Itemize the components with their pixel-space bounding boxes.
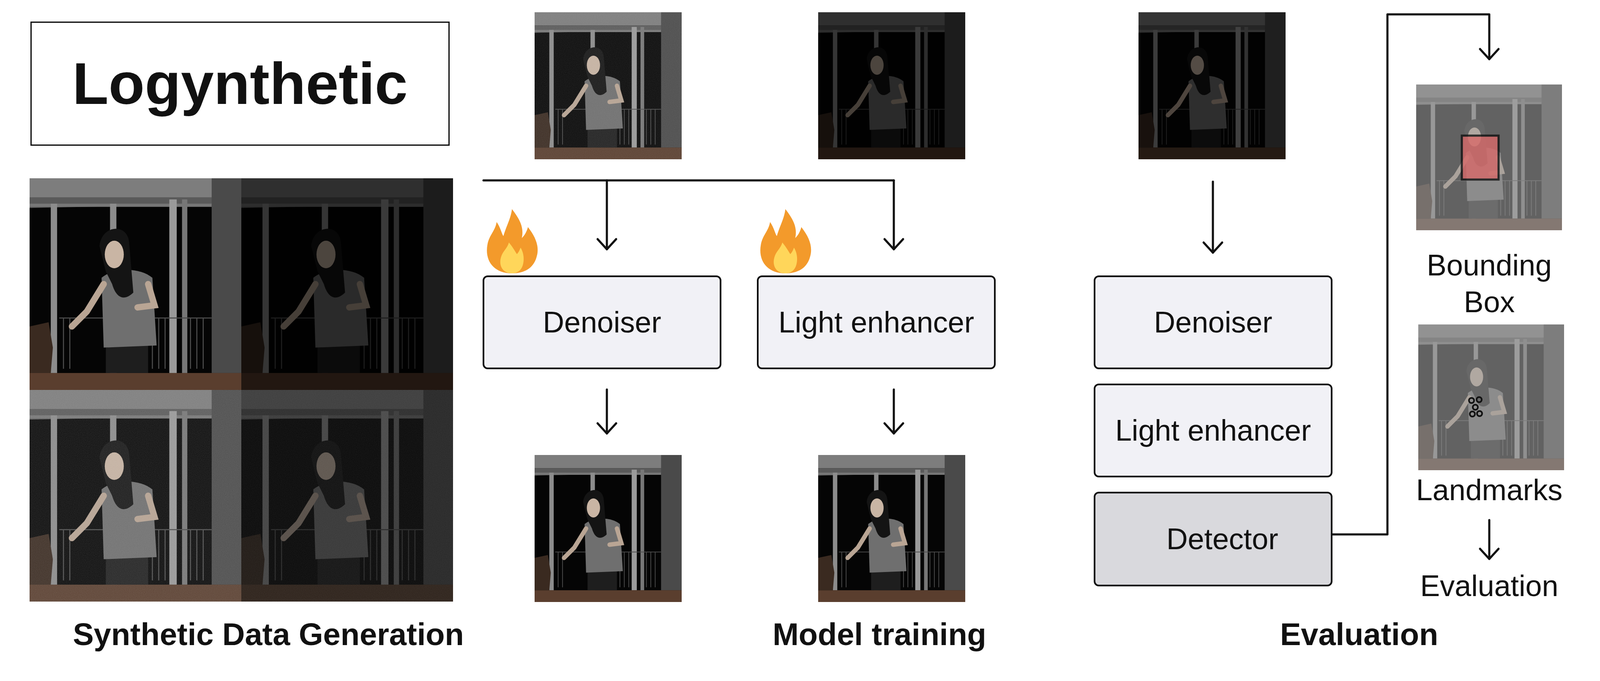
illustration-part — [29, 178, 242, 391]
illustration-part — [1416, 84, 1562, 231]
illustration-part — [1476, 397, 1482, 403]
illustration-part — [884, 423, 904, 434]
illustration-part — [818, 455, 966, 603]
box-label: Light enhancer — [778, 305, 975, 340]
illustration-part — [892, 180, 896, 250]
illustration-part — [534, 12, 682, 160]
illustration-part — [606, 389, 609, 434]
illustration-part — [500, 242, 524, 274]
illustration-part — [29, 390, 242, 602]
evaluation-input — [1138, 12, 1286, 160]
section-caption: Evaluation — [1280, 615, 1439, 655]
illustration-part — [1138, 12, 1286, 160]
synthetic-grid — [29, 178, 454, 602]
title-box: Logynthetic — [30, 21, 450, 146]
illustration-part — [241, 390, 454, 602]
illustration-part — [884, 239, 904, 250]
output-label: Bounding Box — [1413, 247, 1566, 322]
illustration-part — [1472, 404, 1478, 410]
illustration-part — [1469, 411, 1475, 417]
illustration-part — [486, 209, 538, 274]
illustration-part — [1479, 49, 1499, 60]
section-caption: Synthetic Data Generation — [72, 615, 464, 655]
illustration-part — [534, 12, 682, 160]
process-box: Light enhancer — [1093, 383, 1333, 478]
illustration-part — [818, 12, 966, 160]
illustration-part — [534, 455, 682, 603]
illustration-part — [241, 178, 454, 391]
illustration-part — [1203, 242, 1223, 253]
illustration-part — [1468, 398, 1475, 404]
trainable-flame — [760, 209, 811, 274]
illustration-part — [1468, 397, 1483, 417]
illustration-part — [241, 390, 454, 602]
illustration-part — [606, 180, 609, 250]
frozen-box: Detector — [1093, 491, 1333, 587]
trainable-flame — [486, 209, 538, 274]
illustration-part — [892, 389, 896, 434]
illustration-part — [597, 423, 617, 434]
box-label: Detector — [1166, 522, 1279, 557]
illustration-part — [1212, 181, 1215, 253]
illustration-part — [241, 390, 454, 602]
section-caption: Model training — [772, 615, 987, 655]
illustration-part — [1138, 12, 1286, 160]
output-label: Evaluation — [1420, 567, 1559, 606]
illustration-part — [29, 390, 242, 602]
box-label: Light enhancer — [1115, 413, 1311, 448]
process-box: Denoiser — [482, 275, 722, 370]
illustration-part — [1477, 411, 1483, 417]
illustration-part — [1461, 135, 1499, 180]
illustration-part — [773, 242, 798, 274]
box-label: Logynthetic — [72, 49, 408, 118]
illustration-part — [597, 239, 617, 250]
process-box: Light enhancer — [756, 275, 996, 370]
illustration-part — [241, 178, 454, 391]
illustration-part — [1479, 548, 1499, 560]
process-box: Denoiser — [1093, 275, 1333, 370]
box-label: Denoiser — [542, 305, 661, 340]
illustration-part — [818, 12, 966, 160]
box-label: Denoiser — [1153, 305, 1273, 340]
illustration-part — [1418, 324, 1565, 471]
illustration-part — [483, 179, 894, 182]
illustration-part — [760, 209, 811, 274]
illustration-part — [1488, 520, 1491, 560]
output-label: Landmarks — [1416, 472, 1563, 510]
illustration-part — [1418, 324, 1565, 471]
illustration-part — [1416, 84, 1562, 231]
